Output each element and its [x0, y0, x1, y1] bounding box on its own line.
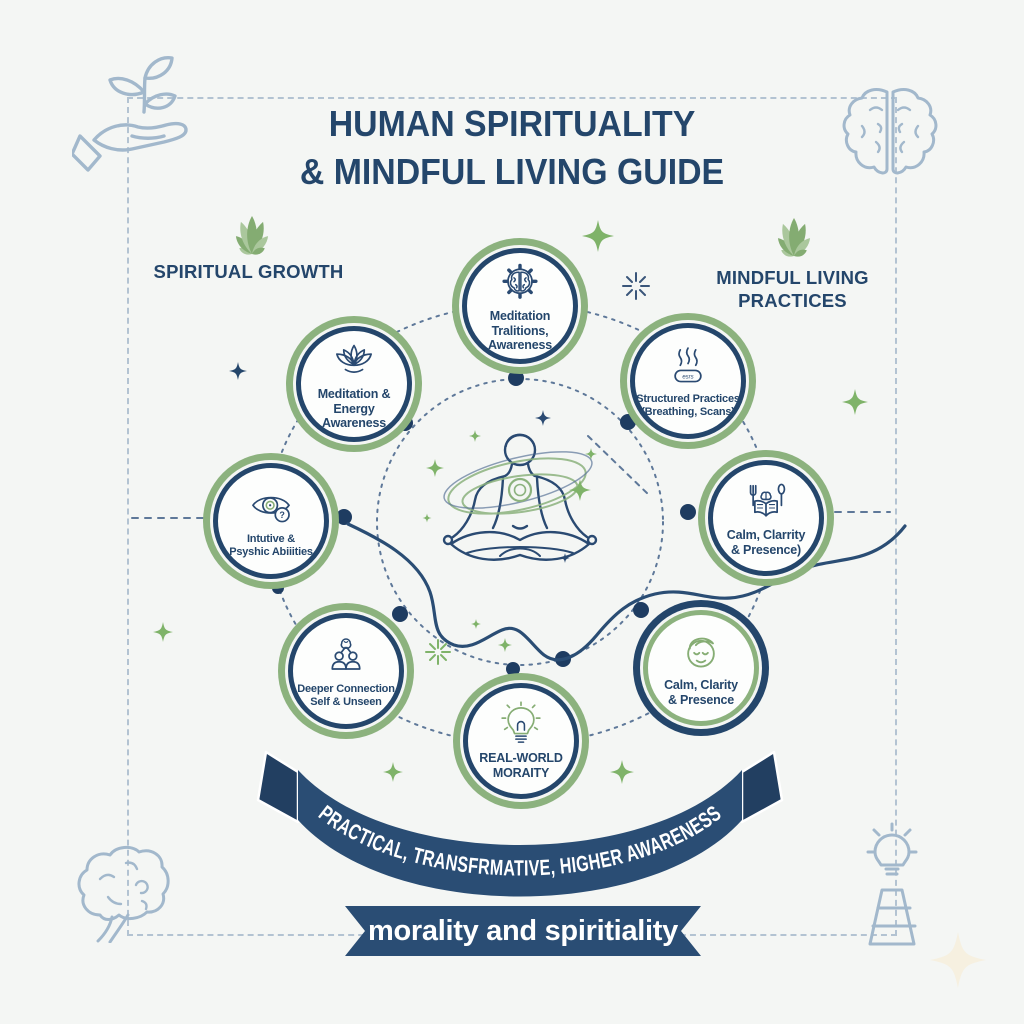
node-label: Meditation & Energy Awareness: [317, 386, 391, 431]
node-label: Intutive & Psyshic Abiiities: [229, 533, 313, 558]
node-meditation-traditions: Meditation Tralitions, Awareness: [462, 248, 578, 364]
sparkle-icon: [153, 622, 173, 642]
node-label: Meditation Tralitions, Awareness: [488, 308, 552, 353]
sparkle-icon: [582, 220, 614, 252]
node-label: Deeper Connection Self & Unseen: [297, 683, 395, 708]
breathing-icon: esrs: [674, 347, 702, 383]
bulb-pyramid-icon: [866, 822, 918, 946]
sparkle-icons: [153, 220, 986, 988]
starburst-icon: [425, 639, 451, 665]
node-label: Structured Practices (Breathing, Scans): [636, 393, 740, 418]
node-label: REAL-WORLD MORAITY: [479, 751, 563, 780]
sparkle-icon: [610, 760, 634, 784]
people-connection-icon: [331, 638, 361, 670]
sparkle-icon: [498, 638, 512, 652]
sparkle-icon: [930, 932, 986, 988]
sparkle-icon: [842, 389, 868, 415]
leaf-fan-icon: [777, 218, 811, 257]
node-calm-clarity-right: Calm, Clarrity & Presence): [708, 460, 824, 576]
page-title: HUMAN SPIRITUALITY & MINDFUL LIVING GUID…: [31, 100, 994, 195]
svg-text:?: ?: [279, 510, 285, 520]
fork-book-spoon-icon: [749, 483, 786, 517]
energy-rings: [443, 451, 593, 515]
hand-plant-icon: [72, 56, 188, 172]
section-label-spiritual-growth: SPIRITUAL GROWTH: [153, 261, 344, 282]
brain-side-icon: [77, 846, 170, 943]
node-label: Calm, Clarity & Presence: [664, 678, 738, 707]
node-intuitive-psychic: ? Intutive & Psyshic Abiiities: [213, 463, 329, 579]
footer-banner: morality and spiritiality: [345, 906, 701, 956]
sparkle-icon: [471, 619, 481, 629]
title-line-1: HUMAN SPIRITUALITY: [328, 103, 696, 144]
ribbon-fold: [256, 750, 300, 824]
sparkle-icons: [422, 410, 597, 563]
ribbon-band: [298, 770, 742, 897]
footer-banner-text: morality and spiritiality: [368, 914, 678, 947]
leaf-fan-icon: [235, 216, 269, 255]
lotus-icon: [336, 344, 372, 373]
wavy-connector-line: [346, 522, 907, 662]
eye-question-icon: ?: [251, 496, 291, 523]
node-structured-practices: esrs Structured Practices (Breathing, Sc…: [630, 323, 746, 439]
node-deeper-connection: Deeper Connection Self & Unseen: [288, 613, 404, 729]
node-label: Calm, Clarrity & Presence): [726, 528, 806, 557]
ribbon-fold: [740, 750, 784, 824]
node-calm-clarity-lower: Calm, Clarity & Presence: [643, 610, 759, 726]
sparkle-icon: [383, 762, 403, 782]
starburst-icon: [622, 272, 650, 300]
brain-top-icon: [842, 88, 938, 175]
section-label-mindful-living: MINDFUL LIVING PRACTICES: [716, 267, 869, 312]
title-line-2: & MINDFUL LIVING GUIDE: [299, 150, 725, 192]
brain-gear-icon: [502, 263, 538, 299]
node-real-world-morality: REAL-WORLD MORAITY: [463, 683, 579, 799]
chakra-icon: [507, 477, 533, 503]
lightbulb-icon: [501, 701, 541, 744]
serene-face-icon: [687, 637, 715, 668]
svg-text:esrs: esrs: [682, 375, 693, 381]
meditating-person-icon: [422, 410, 598, 563]
sparkle-icon: [229, 362, 247, 380]
node-meditation-energy: Meditation & Energy Awareness: [296, 326, 412, 442]
